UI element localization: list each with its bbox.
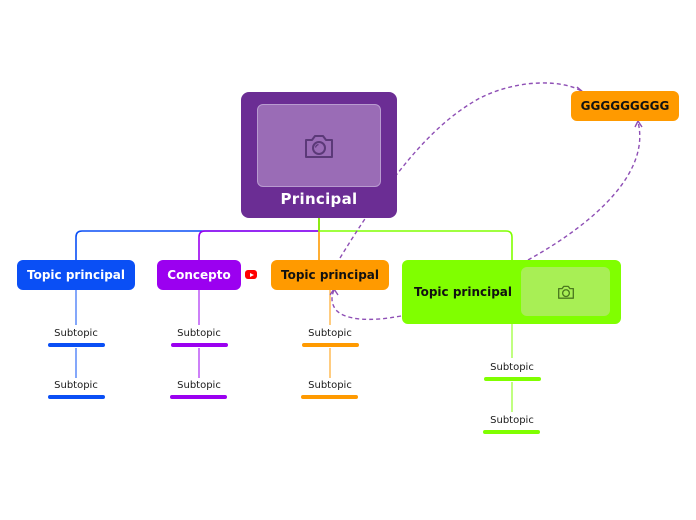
subtopic[interactable]: Subtopic	[54, 328, 98, 339]
subtopic-underline	[484, 377, 541, 381]
subtopic[interactable]: Subtopic	[308, 380, 352, 391]
topic-1[interactable]: Topic principal	[17, 260, 135, 290]
subtopic-underline	[301, 395, 358, 399]
relationship-line-green-ggg	[527, 121, 641, 261]
subtopic[interactable]: Subtopic	[177, 328, 221, 339]
connector-root-topic-2	[198, 230, 319, 260]
relationship-line-green-orange	[331, 289, 402, 321]
topic-2-label: Concepto	[167, 268, 231, 282]
subtopic-underline	[48, 343, 105, 347]
topic-4-image-placeholder[interactable]	[521, 267, 610, 316]
subtopic-underline	[483, 430, 540, 434]
subtopic[interactable]: Subtopic	[490, 362, 534, 373]
subtopic-underline	[302, 343, 359, 347]
subtopic[interactable]: Subtopic	[54, 380, 98, 391]
floating-topic-label: GGGGGGGGG	[580, 99, 670, 113]
subtopic[interactable]: Subtopic	[490, 415, 534, 426]
youtube-icon[interactable]	[245, 270, 257, 279]
camera-icon	[305, 134, 333, 158]
subtopic[interactable]: Subtopic	[177, 380, 221, 391]
topic-3-label: Topic principal	[280, 268, 380, 282]
topic-4-label: Topic principal	[414, 285, 513, 299]
root-node[interactable]: Principal	[241, 92, 397, 218]
topic-2[interactable]: Concepto	[157, 260, 241, 290]
root-label: Principal	[280, 190, 358, 208]
connector-root-topic-1	[75, 218, 320, 260]
subtopic-underline	[171, 343, 228, 347]
relationship-arrow-2	[634, 119, 643, 128]
topic-1-label: Topic principal	[26, 268, 126, 282]
connector-root-topic-4	[318, 218, 513, 260]
camera-icon	[557, 285, 574, 299]
subtopic[interactable]: Subtopic	[308, 328, 352, 339]
floating-topic[interactable]: GGGGGGGGG	[571, 91, 679, 121]
root-image-placeholder[interactable]	[257, 104, 381, 187]
topic-3[interactable]: Topic principal	[271, 260, 389, 290]
subtopic-underline	[170, 395, 227, 399]
subtopic-underline	[48, 395, 105, 399]
topic-4[interactable]: Topic principal	[402, 260, 621, 324]
